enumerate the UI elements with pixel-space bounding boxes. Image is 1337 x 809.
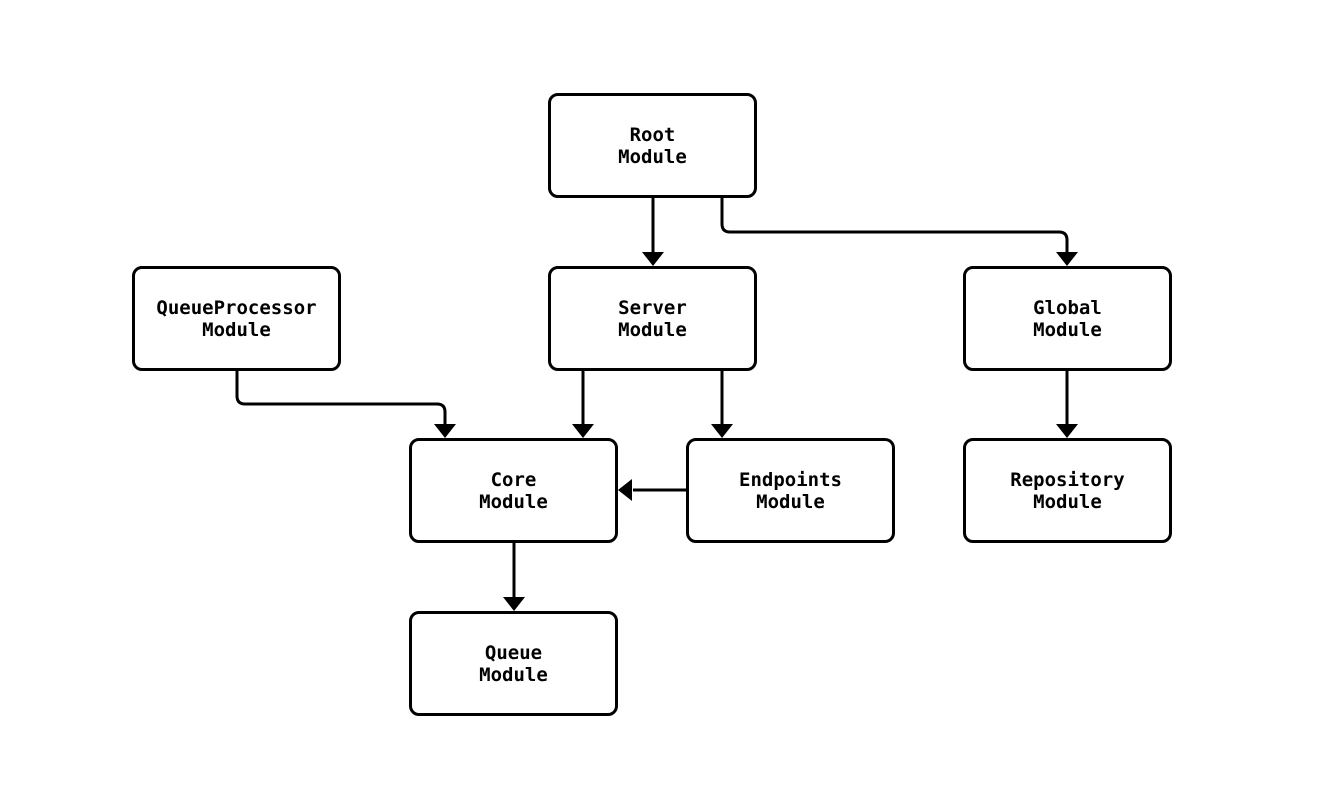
- node-global-module: Global Module: [963, 266, 1172, 371]
- edge-root-module-to-global-module: [720, 197, 1078, 266]
- edge-root-module-to-server-module: [642, 197, 664, 266]
- node-server-module: Server Module: [548, 266, 757, 371]
- edge-endpoints-module-to-core-module: [618, 479, 686, 501]
- edge-core-module-to-queue-module: [503, 543, 525, 611]
- edge-global-module-to-repository-module: [1056, 371, 1078, 438]
- node-repository-module: Repository Module: [963, 438, 1172, 543]
- node-queueprocessor-module: QueueProcessor Module: [132, 266, 341, 371]
- node-core-module: Core Module: [409, 438, 618, 543]
- node-endpoints-module: Endpoints Module: [686, 438, 895, 543]
- node-root-module: Root Module: [548, 93, 757, 198]
- edge-queueprocessor-module-to-core-module: [235, 371, 456, 438]
- edge-server-module-to-endpoints-module: [711, 371, 733, 438]
- node-queue-module: Queue Module: [409, 611, 618, 716]
- edge-server-module-to-core-module: [572, 371, 594, 438]
